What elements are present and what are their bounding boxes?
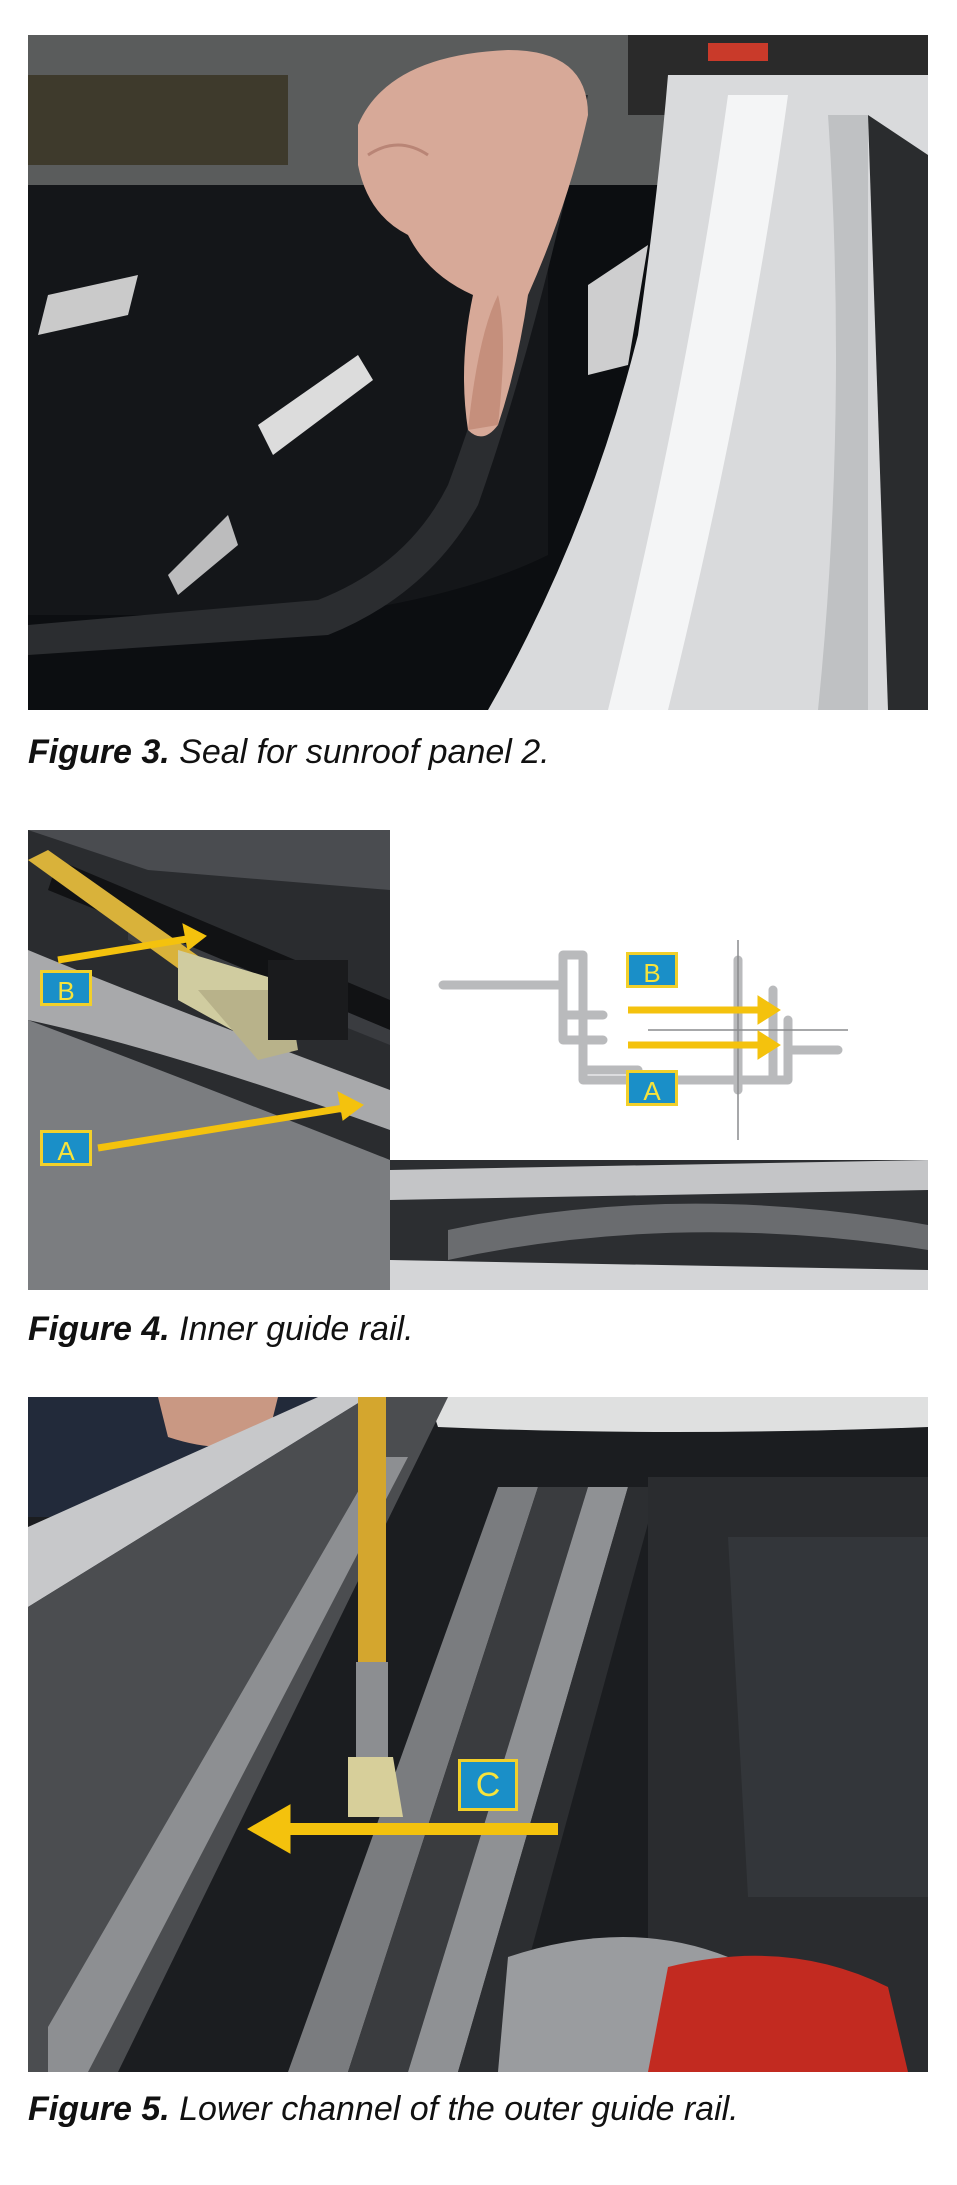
figure-4-photo: B A B A bbox=[28, 830, 928, 1290]
callout-b-diagram: B bbox=[626, 952, 678, 988]
figure-4-caption: Figure 4. Inner guide rail. bbox=[28, 1310, 414, 1349]
callout-a-photo: A bbox=[40, 1130, 92, 1166]
sunroof-seal-illustration bbox=[28, 35, 928, 710]
inner-guide-rail-illustration bbox=[28, 830, 928, 1290]
callout-b-photo: B bbox=[40, 970, 92, 1006]
figure-4-label: Figure 4. bbox=[28, 1310, 170, 1348]
outer-guide-rail-illustration bbox=[28, 1397, 928, 2072]
figure-3-caption: Figure 3. Seal for sunroof panel 2. bbox=[28, 733, 550, 772]
figure-3-text: Seal for sunroof panel 2. bbox=[169, 733, 550, 771]
figure-3-photo bbox=[28, 35, 928, 710]
figure-5-label: Figure 5. bbox=[28, 2090, 170, 2128]
figure-5-text: Lower channel of the outer guide rail. bbox=[169, 2090, 739, 2128]
figure-4-text: Inner guide rail. bbox=[169, 1310, 414, 1348]
figure-5-caption: Figure 5. Lower channel of the outer gui… bbox=[28, 2090, 739, 2129]
figure-3-label: Figure 3. bbox=[28, 733, 170, 771]
callout-a-diagram: A bbox=[626, 1070, 678, 1106]
callout-c: C bbox=[458, 1759, 518, 1811]
figure-5-photo: C bbox=[28, 1397, 928, 2072]
